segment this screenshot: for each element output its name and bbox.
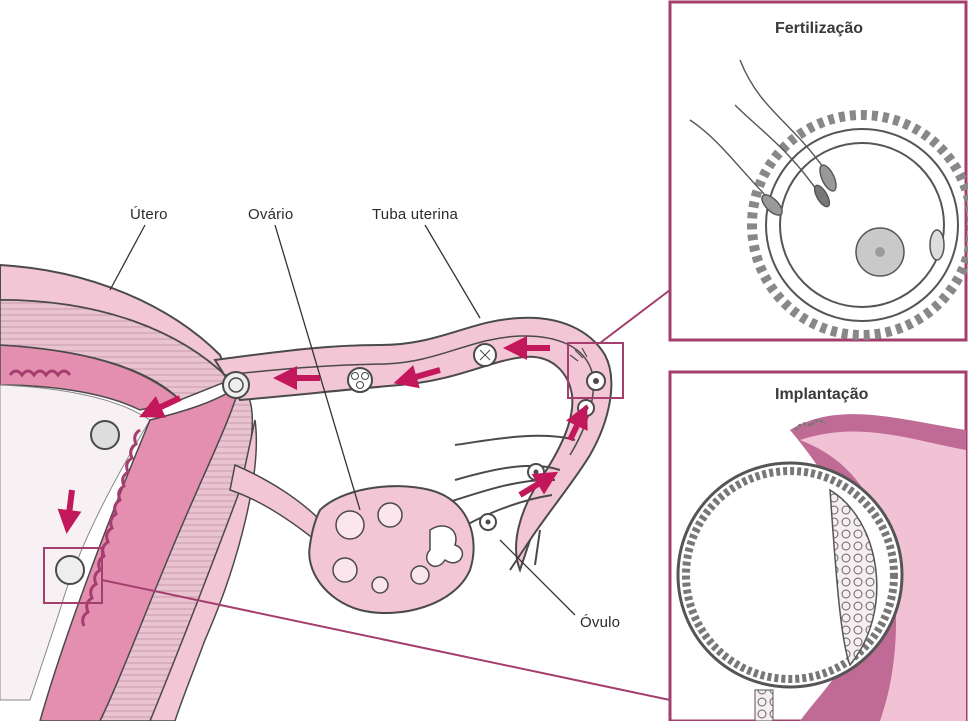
- uterus: [0, 265, 256, 721]
- ovary: [230, 465, 474, 613]
- uterus-label: Útero: [130, 206, 168, 223]
- fertilization-title: Fertilização: [775, 20, 863, 38]
- ovary-label: Ovário: [248, 206, 293, 223]
- fertilization-inset: [670, 2, 968, 340]
- implantation-title: Implantação: [775, 386, 868, 404]
- implantation-inset: [670, 372, 966, 721]
- ovum-label: Óvulo: [580, 614, 620, 631]
- fallopian-tube-label: Tuba uterina: [372, 206, 458, 223]
